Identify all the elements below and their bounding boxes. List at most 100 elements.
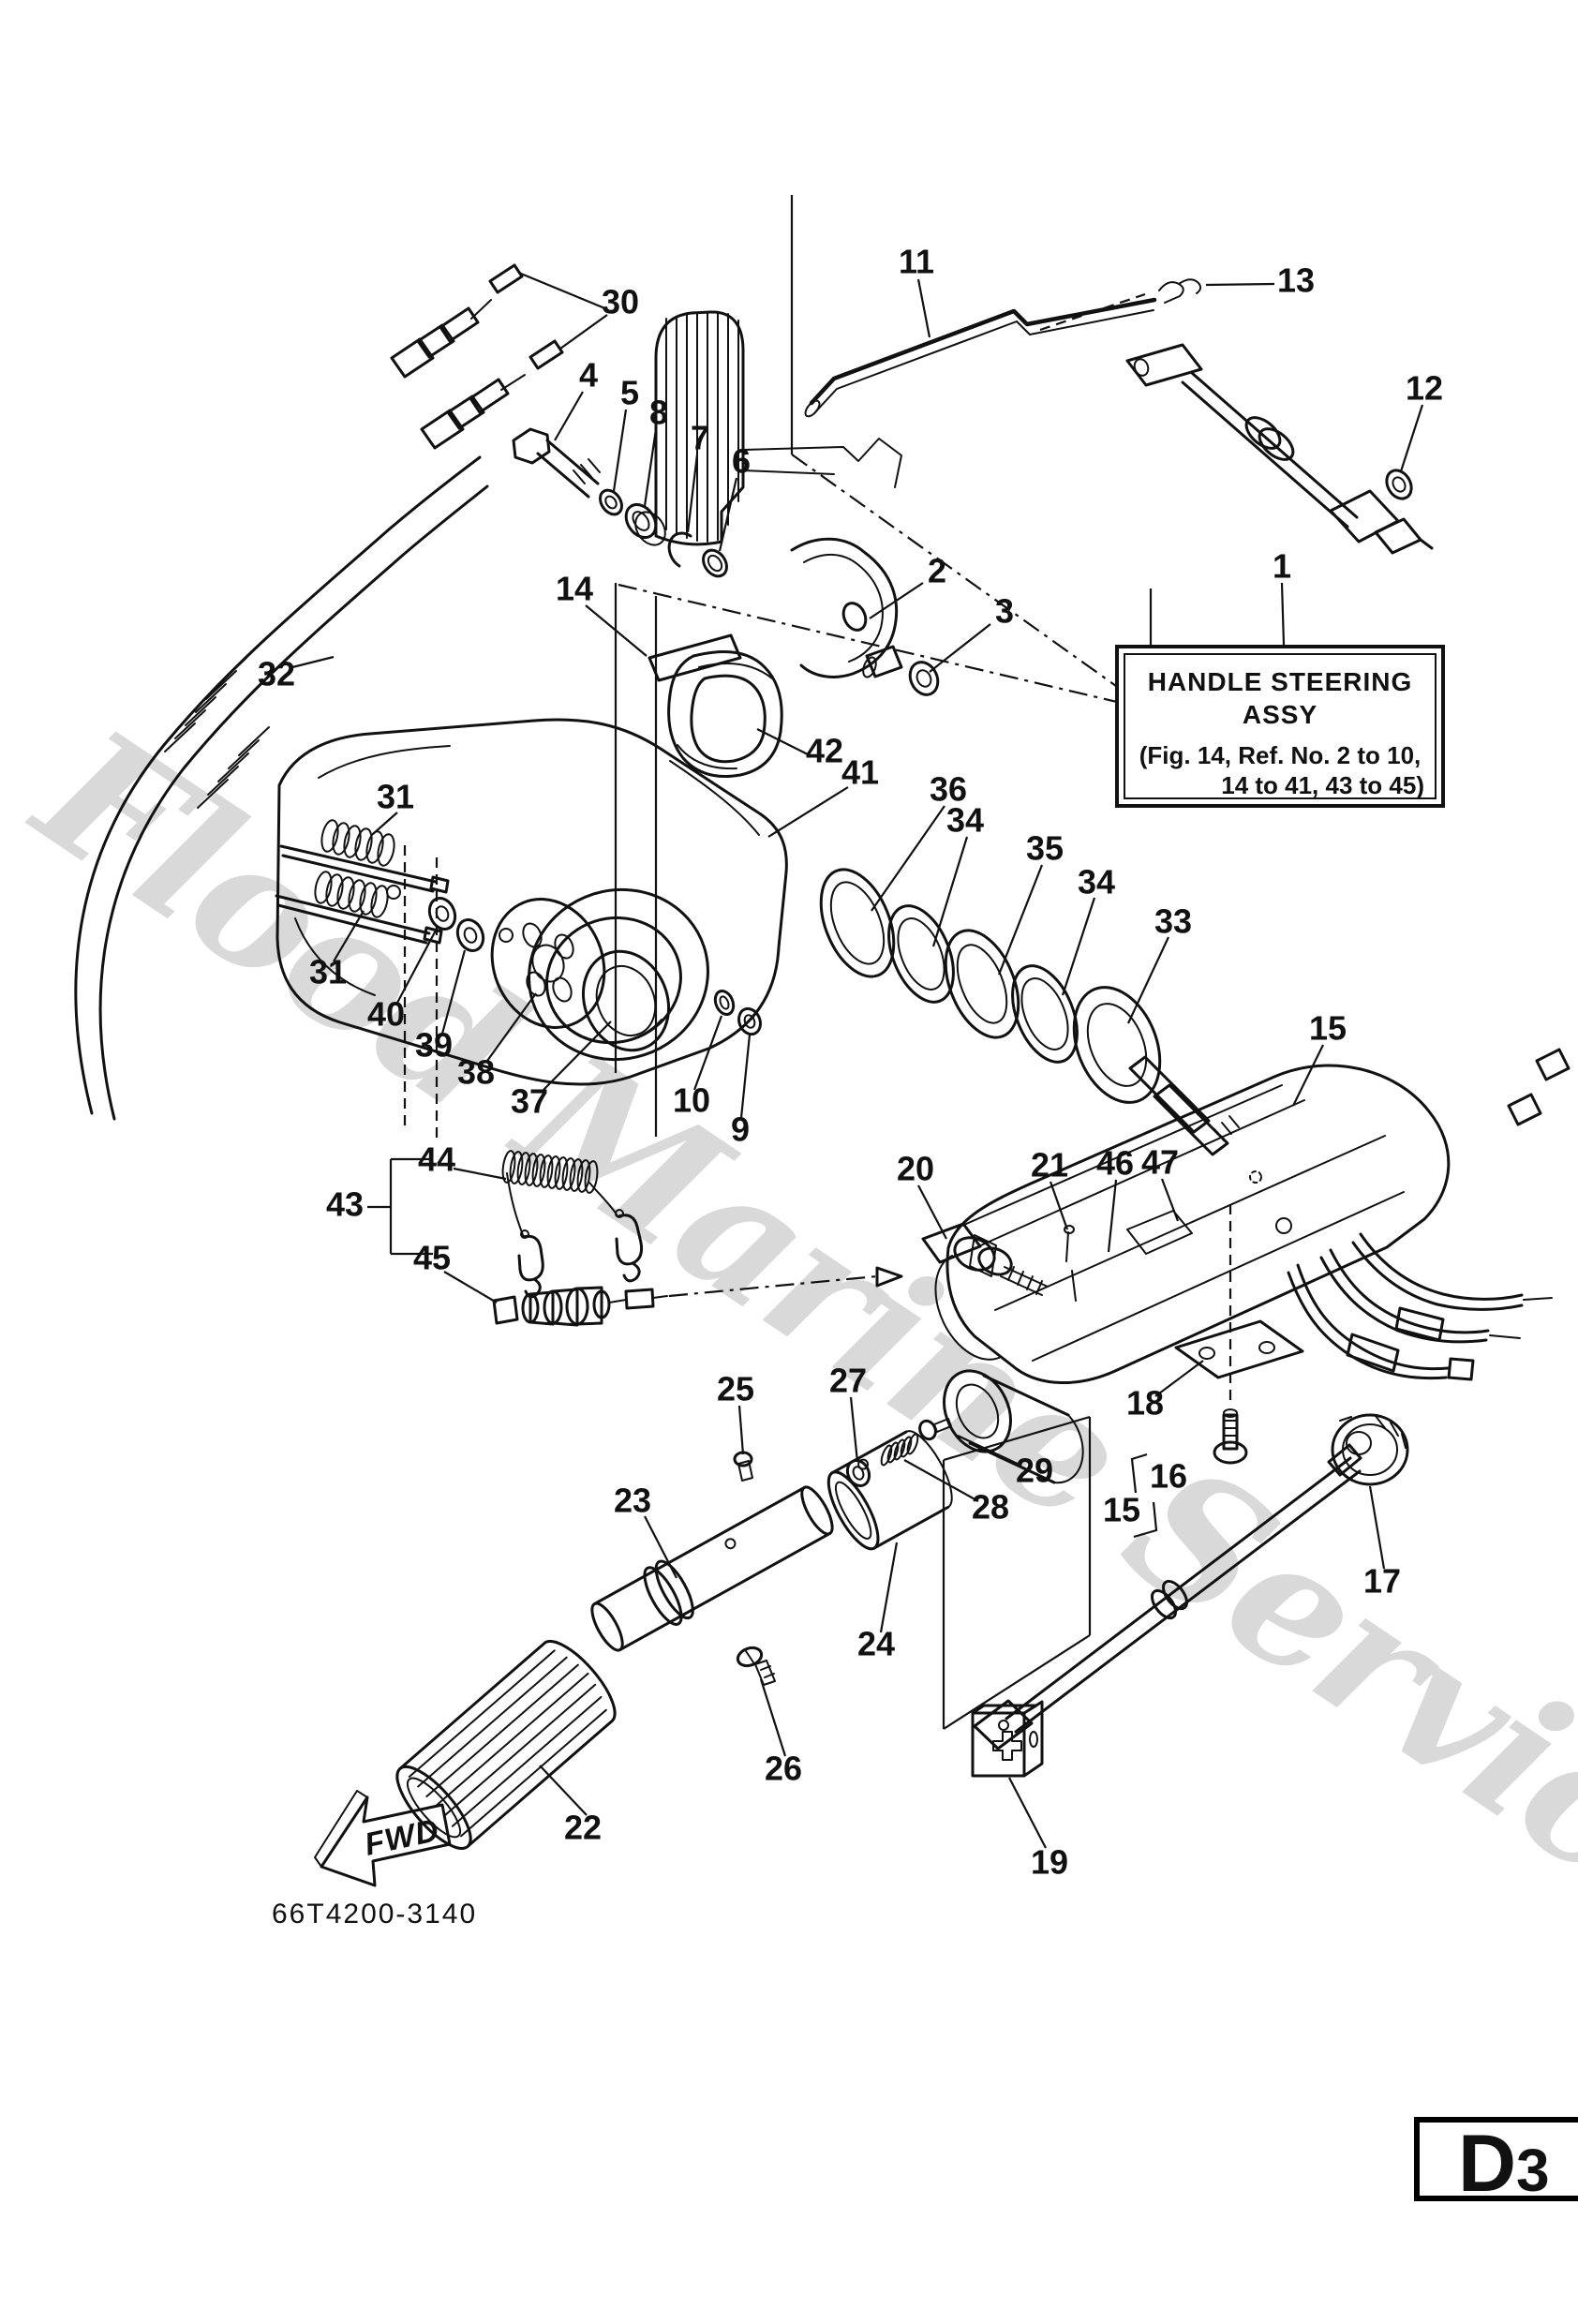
callout-leader-line <box>644 1515 677 1579</box>
callout-label-24: 24 <box>857 1625 895 1663</box>
callout-leader-line <box>739 1034 752 1119</box>
grip-hardware <box>733 1418 952 1686</box>
callout-label-34: 34 <box>946 801 984 840</box>
callout-leader-line <box>554 391 584 441</box>
callout-leader-line <box>686 454 699 533</box>
callout-label-47: 47 <box>1141 1143 1179 1182</box>
stop-switch-bracket <box>790 537 940 696</box>
callout-leader-line <box>849 1396 859 1463</box>
callout-label-39: 39 <box>415 1026 453 1065</box>
callout-label-41: 41 <box>841 753 879 792</box>
callout-leader-line <box>1049 1181 1069 1230</box>
info-box: HANDLE STEERING ASSY (Fig. 14, Ref. No. … <box>1115 645 1445 808</box>
callout-leader-line <box>997 864 1044 976</box>
callout-label-44: 44 <box>418 1140 455 1179</box>
tiller-housing <box>934 1048 1571 1484</box>
callout-leader-line <box>916 278 931 338</box>
callout-leader-line <box>931 836 969 947</box>
callout-leader-line <box>1280 582 1286 646</box>
info-box-title-line2: ASSY <box>1243 700 1317 729</box>
info-box-ref-line1: (Fig. 14, Ref. No. 2 to 10, <box>1139 741 1422 769</box>
callout-leader-line <box>767 786 849 838</box>
callout-label-29: 29 <box>1016 1452 1053 1490</box>
callout-label-31: 31 <box>309 953 347 991</box>
reference-lines <box>403 195 1232 1730</box>
callout-leader-line <box>1399 404 1424 472</box>
callout-leader-line <box>372 812 398 835</box>
callout-label-28: 28 <box>972 1488 1009 1527</box>
callout-label-4: 4 <box>579 356 598 395</box>
callout-label-35: 35 <box>1026 829 1064 868</box>
callout-label-37: 37 <box>511 1082 548 1121</box>
callout-leader-line <box>333 910 365 962</box>
callout-label-10: 10 <box>673 1081 710 1120</box>
callout-leader-line <box>1061 897 1096 996</box>
page-label-digit: 3 <box>1516 2137 1550 2204</box>
callout-label-5: 5 <box>620 374 639 412</box>
callout-label-18: 18 <box>1126 1384 1164 1423</box>
callout-label-40: 40 <box>367 995 405 1034</box>
callout-label-8: 8 <box>649 394 668 432</box>
callout-leader-line <box>903 1459 979 1502</box>
callout-leader-line <box>1008 1777 1047 1849</box>
throttle-cam <box>654 310 902 546</box>
callout-leader-line <box>440 949 467 1035</box>
callout-leader-line <box>486 992 537 1062</box>
callout-leader-line <box>559 314 608 350</box>
callout-label-15: 15 <box>1103 1491 1140 1529</box>
callout-label-31: 31 <box>377 778 414 816</box>
callout-leader-line <box>756 728 809 755</box>
callout-leader-line <box>737 1405 745 1455</box>
callout-label-25: 25 <box>717 1370 754 1408</box>
callout-label-13: 13 <box>1277 261 1315 300</box>
callout-leader-line <box>443 1271 498 1304</box>
page-label-letter: D <box>1458 2119 1516 2209</box>
callout-label-17: 17 <box>1363 1562 1401 1601</box>
callout-leader-line <box>869 582 924 619</box>
mount-plate-parts <box>427 897 762 1052</box>
callout-label-38: 38 <box>457 1053 495 1092</box>
info-box-title-line1: HANDLE STEERING <box>1148 667 1413 696</box>
callout-label-23: 23 <box>614 1482 651 1520</box>
callout-label-43: 43 <box>326 1185 364 1224</box>
callout-leader-line <box>1368 1485 1386 1570</box>
callout-label-7: 7 <box>691 419 709 457</box>
callout-label-32: 32 <box>258 655 295 693</box>
page-label-box: D 3 <box>1414 2117 1578 2209</box>
steering-friction-rod <box>804 278 1434 555</box>
callout-leader-line <box>396 928 438 1004</box>
callout-leader-line <box>879 1542 899 1633</box>
callout-label-26: 26 <box>765 1750 802 1788</box>
throttle-shaft-rod <box>971 1413 1409 1778</box>
callout-leader-line <box>759 1678 787 1757</box>
callout-leader-line <box>871 805 945 912</box>
callout-leader-line <box>1127 936 1169 1024</box>
callout-label-19: 19 <box>1031 1843 1068 1882</box>
callout-label-6: 6 <box>732 442 751 481</box>
callout-label-21: 21 <box>1031 1146 1068 1184</box>
callout-leader-line <box>643 428 658 507</box>
callout-label-36: 36 <box>930 770 967 809</box>
callout-label-3: 3 <box>995 592 1014 631</box>
callout-leader-line <box>692 1015 723 1091</box>
lanyard-assembly <box>492 1150 903 1327</box>
drawing-code: 66T4200-3140 <box>272 1899 477 1929</box>
callout-leader-line <box>1107 1179 1118 1253</box>
callout-leader-line <box>520 272 608 311</box>
callout-label-15: 15 <box>1309 1009 1347 1048</box>
callout-label-1: 1 <box>1273 547 1291 586</box>
throttle-cables <box>74 263 564 1121</box>
mount-hardware <box>512 427 728 578</box>
callout-label-2: 2 <box>928 552 946 590</box>
handle-grip <box>395 1640 617 1850</box>
steering-handle-housing <box>275 650 788 1086</box>
callout-leader-line <box>585 604 648 657</box>
ring-stack <box>819 868 1240 1156</box>
callout-label-42: 42 <box>806 732 843 770</box>
callout-label-9: 9 <box>731 1110 750 1149</box>
info-box-ref-line2: 14 to 41, 43 to 45) <box>1221 771 1424 799</box>
callout-label-27: 27 <box>829 1362 867 1400</box>
